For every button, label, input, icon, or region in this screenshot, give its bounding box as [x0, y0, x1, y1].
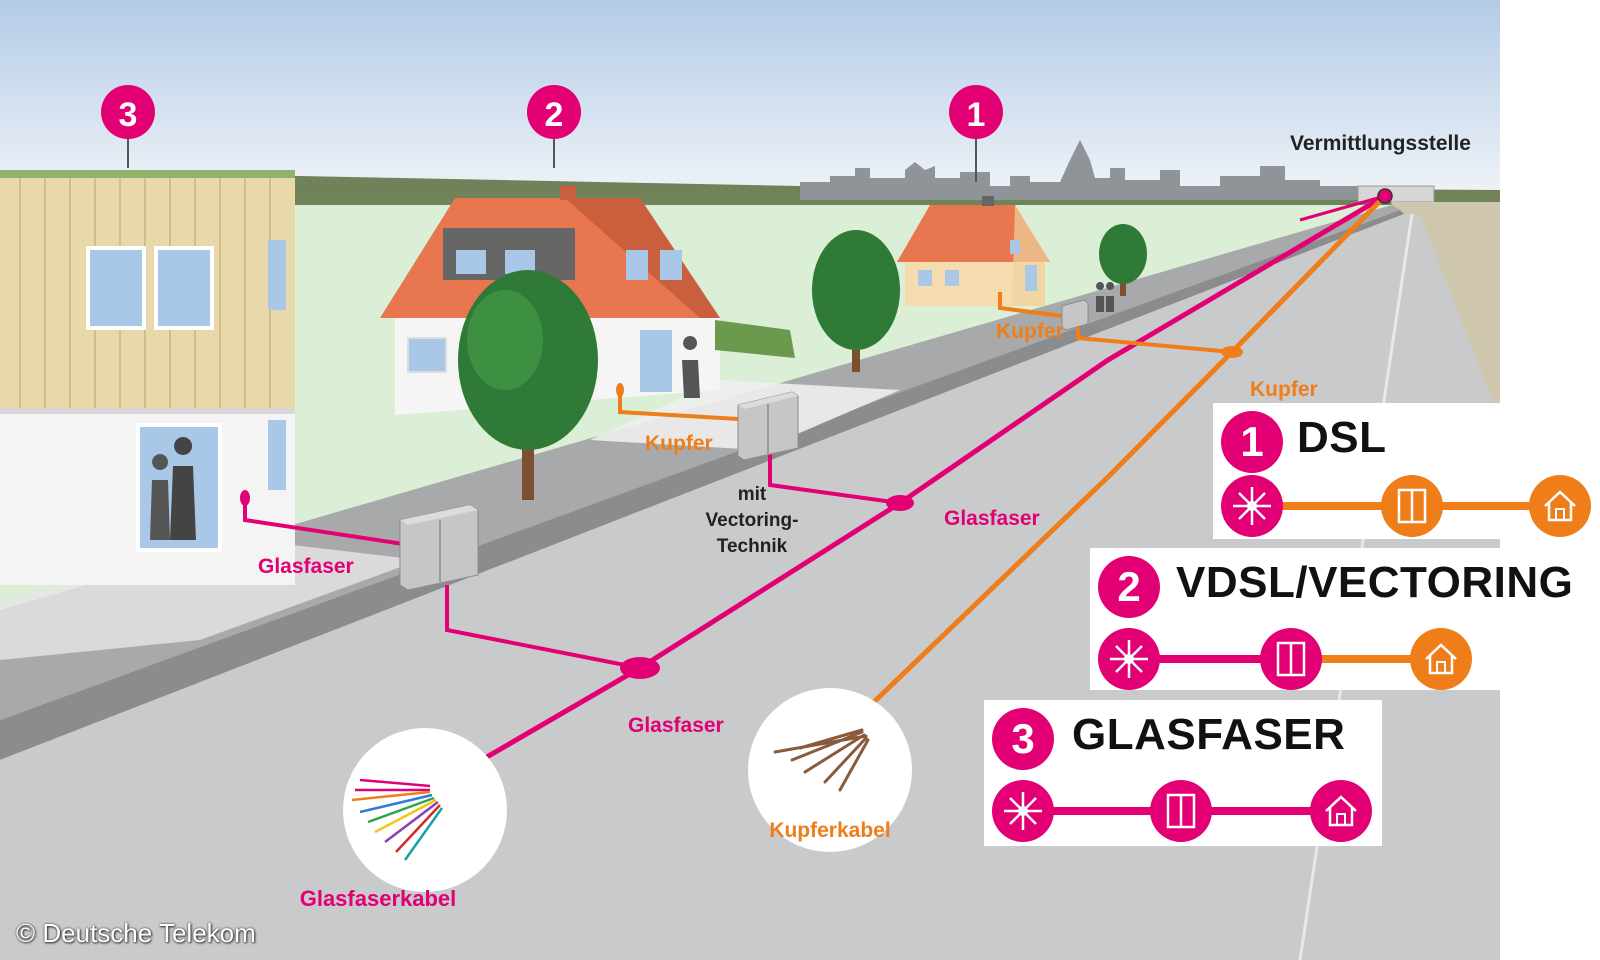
exchange-label: Vermittlungsstelle: [1290, 132, 1471, 155]
legend-glasfaser-house-icon: [1310, 780, 1372, 842]
copper-cable-illustration: [748, 688, 912, 852]
kupfer-label-house-2: Kupfer: [645, 432, 713, 455]
fiber-junction-road: [620, 657, 660, 679]
fiber-branch-cabinet-3: [445, 585, 641, 670]
legend-glasfaser-cabinet-icon: [1150, 780, 1212, 842]
curb: [0, 210, 1404, 760]
fiber-strand: [395, 804, 441, 853]
fiber-strand: [367, 796, 435, 824]
legend-vdsl-number: 2: [1098, 556, 1160, 618]
legend-vdsl-cabinet-icon: [1260, 628, 1322, 690]
legend-dsl-title: DSL: [1297, 413, 1387, 462]
copyright-notice: © Deutsche Telekom: [16, 918, 256, 948]
street-cabinet-house-1: [1061, 299, 1089, 331]
marker-house-2-number: 2: [545, 96, 564, 134]
legend-dsl-cabinet-icon: [1381, 475, 1443, 537]
legend-glasfaser: 3 GLASFASER: [984, 700, 1382, 846]
street-cabinet-house-3: [399, 504, 479, 591]
sidewalk: [0, 205, 1400, 720]
marker-house-1-number: 1: [967, 96, 986, 134]
fiber-strand: [351, 790, 431, 802]
copper-junction-far: [1221, 346, 1243, 358]
legend-glasfaser-segment-1: [1032, 807, 1182, 815]
tree-house-1-right: [1099, 224, 1147, 296]
legend-dsl: 1 DSL: [1213, 403, 1599, 539]
vectoring-label-line-2: Vectoring-: [706, 510, 799, 531]
glasfaser-label-mid: Glasfaser: [944, 507, 1040, 530]
marker-house-2: 2: [527, 85, 581, 139]
vectoring-label-line-3: Technik: [717, 536, 788, 557]
glasfaser-label-house-3: Glasfaser: [258, 555, 354, 578]
legend-dsl-network-node-icon: [1221, 475, 1283, 537]
tree-house-2: [458, 270, 598, 500]
vectoring-label-line-1: mit: [738, 484, 767, 505]
legend-dsl-segment-1: [1261, 502, 1421, 510]
exchange-node: [1377, 188, 1393, 204]
house-2-connection-point: [616, 383, 624, 397]
kupfer-label-house-1: Kupfer: [996, 320, 1064, 343]
fiber-branch-house-3: [243, 505, 411, 547]
legend-vdsl-segment-1: [1140, 655, 1300, 663]
legend-vdsl-network-node-icon: [1098, 628, 1160, 690]
path-house-3: [0, 540, 420, 660]
house-1: [897, 196, 1050, 306]
fiber-strand: [359, 778, 431, 788]
legend-glasfaser-network-node-icon: [992, 780, 1054, 842]
legend-glasfaser-segment-2: [1182, 807, 1332, 815]
fiber-strand: [384, 801, 439, 843]
legend-vdsl: 2 VDSL/VECTORING: [1090, 548, 1599, 690]
copper-trunk-2: [1299, 194, 1386, 222]
fiber-strand: [403, 807, 444, 861]
marker-house-3-number: 3: [119, 96, 138, 134]
fiber-branch-cabinet-2: [768, 445, 901, 505]
street-cabinet-house-2: [737, 391, 799, 461]
marker-house-3: 3: [101, 85, 155, 139]
kupfer-label-road: Kupfer: [1250, 378, 1318, 401]
hedge: [715, 320, 795, 358]
legend-vdsl-segment-2: [1300, 655, 1460, 663]
legend-vdsl-house-icon: [1410, 628, 1472, 690]
glasfaser-label-road: Glasfaser: [628, 714, 724, 737]
fiber-strand: [359, 793, 433, 814]
legend-dsl-segment-2: [1413, 502, 1573, 510]
house-3-connection-point: [240, 490, 250, 506]
legend-dsl-number: 1: [1221, 411, 1283, 473]
fiber-cable-label: Glasfaserkabel: [300, 886, 457, 911]
legend-glasfaser-number: 3: [992, 708, 1054, 770]
copper-trunk: [848, 194, 1387, 727]
city-skyline: [800, 140, 1360, 200]
copper-branch-house-2: [618, 394, 756, 422]
copper-cable-label: Kupferkabel: [769, 819, 890, 842]
legend-dsl-house-icon: [1529, 475, 1591, 537]
fiber-strand: [374, 798, 437, 834]
legend-glasfaser-title: GLASFASER: [1072, 710, 1346, 759]
marker-house-1: 1: [949, 85, 1003, 139]
pedestrians: [1096, 282, 1115, 312]
tree-house-1-left: [812, 230, 900, 372]
fiber-cable-illustration: [343, 728, 507, 892]
fiber-junction-mid: [886, 495, 914, 511]
legend-vdsl-title: VDSL/VECTORING: [1176, 558, 1574, 607]
